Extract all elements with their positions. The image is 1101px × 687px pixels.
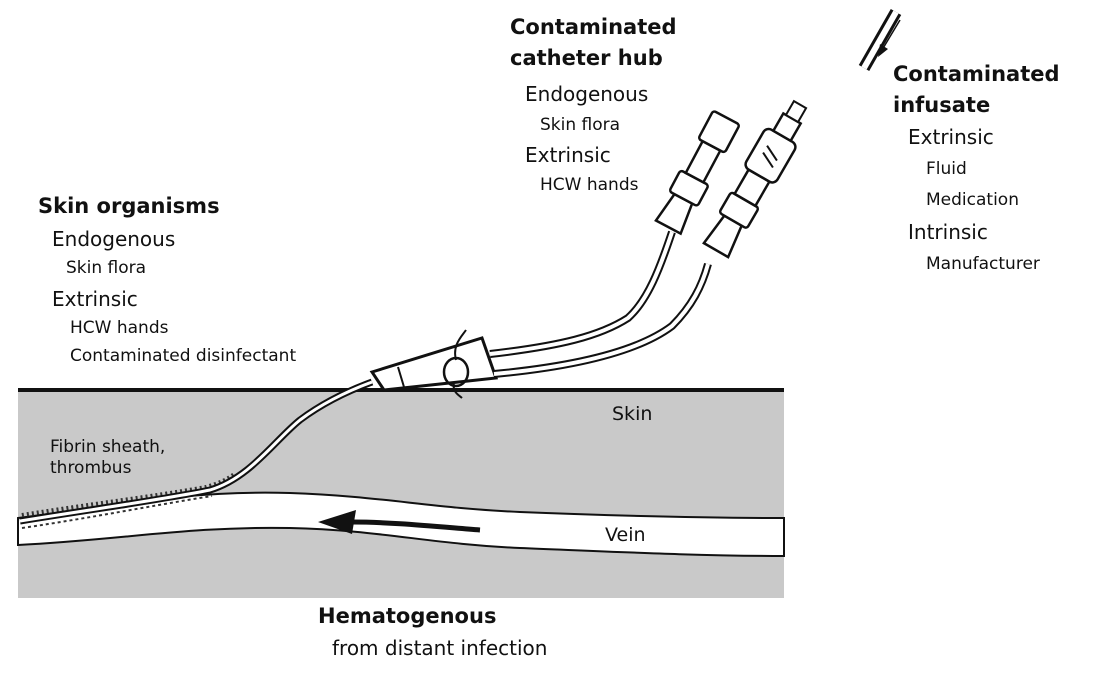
catheter-hub-extrinsic: Extrinsic: [525, 143, 611, 167]
vein-label: Vein: [605, 524, 646, 546]
skin-organisms-endogenous-item: Skin flora: [66, 258, 147, 278]
catheter-hub-body: [369, 336, 499, 392]
skin-organisms-title: Skin organisms: [38, 194, 220, 218]
catheter-hub-title-line1: Contaminated: [510, 15, 677, 39]
catheter-hub-extrinsic-item: HCW hands: [540, 175, 639, 195]
catheter-intravascular-inner: [19, 380, 373, 523]
flow-arrow: [351, 519, 481, 533]
infusate-extrinsic-item: Fluid: [926, 159, 967, 179]
infusion-tubing-inner: [861, 10, 899, 70]
hematogenous-subtitle: from distant infection: [332, 636, 548, 660]
subcutaneous-tissue: [18, 390, 784, 598]
skin-organisms-extrinsic-item: HCW hands: [70, 318, 169, 338]
infusion-connector: [702, 99, 808, 259]
fibrin-label-line1: Fibrin sheath,: [50, 437, 166, 457]
infusate-title-line1: Contaminated: [893, 62, 1060, 86]
fibrin-sheath-lower: [21, 495, 213, 529]
lumen-1: [489, 230, 676, 358]
infusion-arrowhead-icon: [878, 44, 888, 57]
hub-ridge: [397, 366, 405, 388]
skin-organisms-endogenous: Endogenous: [52, 227, 176, 251]
flow-arrowhead: [318, 510, 356, 534]
lumen-1-inner: [489, 231, 674, 356]
fibrin-label-line2: thrombus: [50, 458, 132, 478]
catheter-hub-title-line2: catheter hub: [510, 46, 663, 70]
catheter-hub-connector: [654, 110, 740, 236]
catheter-hub-endogenous: Endogenous: [525, 82, 649, 106]
infusate-extrinsic: Extrinsic: [908, 125, 994, 149]
lumen-2-inner: [493, 263, 710, 376]
skin-label: Skin: [612, 403, 653, 425]
hematogenous-title: Hematogenous: [318, 604, 497, 628]
catheter-hub-endogenous-item: Skin flora: [540, 115, 621, 135]
suture-thread: [452, 329, 467, 399]
infusate-intrinsic: Intrinsic: [908, 220, 988, 244]
infusate-intrinsic-item: Manufacturer: [926, 254, 1040, 274]
infusate-title-line2: infusate: [893, 93, 991, 117]
infusate-extrinsic-item: Medication: [926, 190, 1019, 210]
skin-organisms-extrinsic-item: Contaminated disinfectant: [70, 346, 297, 366]
infusion-direction-arrow-icon: [881, 19, 901, 51]
skin-organisms-extrinsic: Extrinsic: [52, 287, 138, 311]
